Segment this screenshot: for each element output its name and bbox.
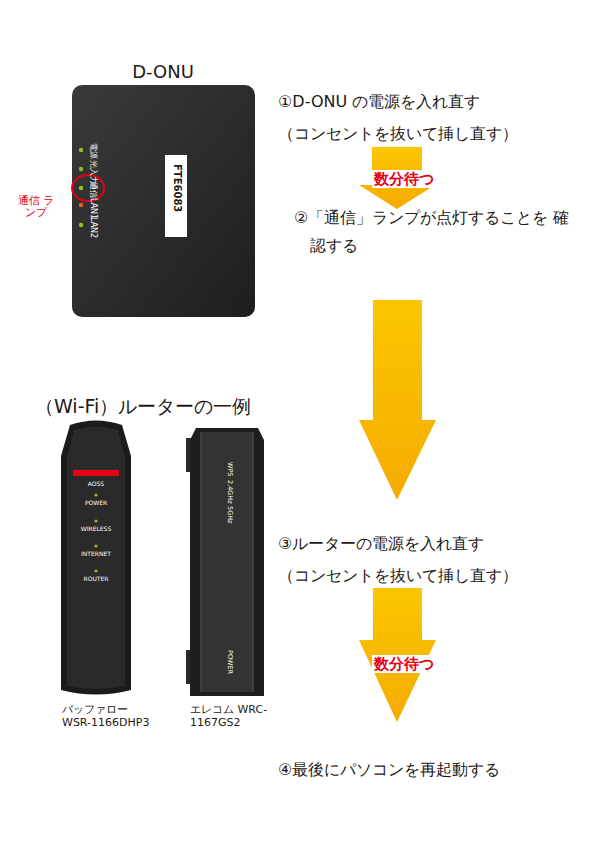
wait-note: 数分待つ: [372, 655, 436, 673]
router-bar: [73, 470, 119, 476]
router-face: [201, 432, 253, 692]
led: [79, 167, 83, 171]
onu-body: [72, 85, 255, 317]
flow-arrow: [359, 588, 436, 722]
led: [94, 569, 97, 572]
step-text: ③ルーターの電源を入れ直す: [278, 534, 484, 555]
panel-label: AOSS: [66, 480, 126, 488]
router-edge: [253, 432, 254, 692]
panel-label: POWER: [66, 499, 126, 507]
onu-sticker: [165, 155, 187, 237]
section-title: （Wi-Fi）ルーターの一例: [35, 394, 251, 419]
panel-label: WPS: [226, 462, 233, 476]
panel-label: INTERNET: [66, 550, 126, 558]
lamp-name: 光入力: [88, 160, 97, 184]
panel-label: POWER: [226, 650, 233, 674]
flow-arrow: [359, 147, 435, 209]
led: [79, 203, 83, 207]
led: [79, 148, 83, 152]
step-text: ②「通信」ランプが点灯することを 確認する: [294, 204, 579, 260]
lamp-name: 電源: [88, 143, 97, 159]
step-text: ④最後にパソコンを再起動する: [278, 760, 500, 781]
led: [94, 519, 97, 522]
highlight-circle: [72, 175, 104, 201]
callout-label: 通信 ランプ: [16, 195, 56, 219]
router-face: [67, 427, 125, 690]
step-note: （コンセントを抜いて挿し直す）: [278, 566, 518, 587]
router-body: [190, 428, 264, 696]
product-caption: バッファロー WSR-1166DHP3: [62, 704, 154, 729]
model-name: FTE6083: [172, 164, 183, 212]
panel-label: WIRELESS: [66, 525, 126, 533]
flow-arrow: [359, 300, 436, 500]
product-caption: エレコム WRC-1167GS2: [190, 704, 282, 729]
panel-label: ROUTER: [66, 575, 126, 583]
device-title: D-ONU: [113, 60, 213, 83]
panel-label: 5GHz: [226, 506, 233, 523]
step-note: （コンセントを抜いて挿し直す）: [278, 124, 518, 145]
router-edge: [201, 432, 202, 692]
panel-label: 2.4GHz: [226, 480, 233, 504]
wait-note: 数分待つ: [372, 170, 436, 188]
lamp-name: 通信: [88, 182, 97, 198]
step-text: ①D-ONU の電源を入れ直す: [278, 92, 480, 113]
lamp-name: LAN2: [88, 217, 97, 238]
led: [79, 223, 83, 227]
lamp-name: LAN1: [88, 198, 97, 219]
led: [94, 493, 97, 496]
led: [79, 186, 83, 190]
router-body: [61, 421, 131, 695]
led: [94, 544, 97, 547]
